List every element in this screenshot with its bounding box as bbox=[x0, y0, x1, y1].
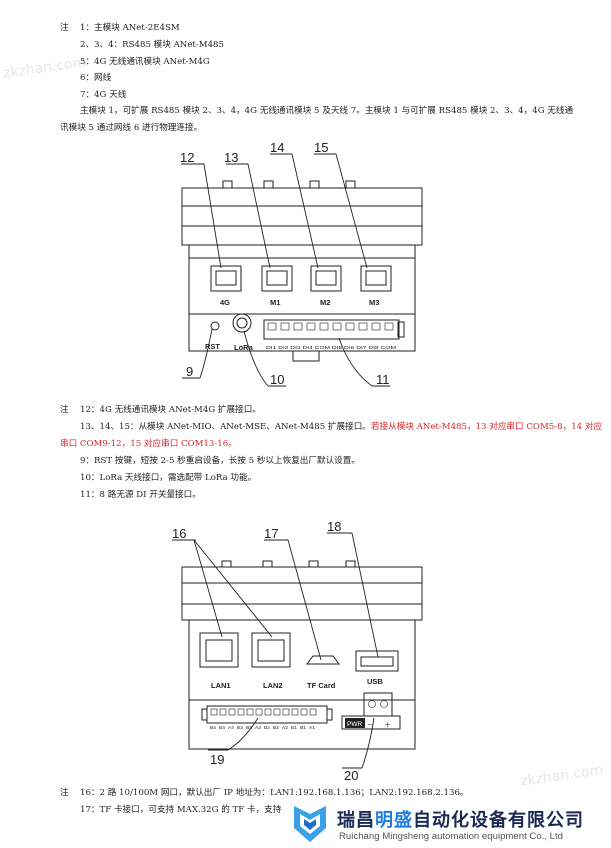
callout-16: 16 bbox=[172, 526, 186, 541]
port-label-m1: M1 bbox=[270, 298, 280, 307]
note-line: 6：网线 bbox=[80, 73, 112, 83]
port-label-m3: M3 bbox=[369, 298, 379, 307]
callout-9: 9 bbox=[186, 364, 193, 379]
company-name-cn: 瑞昌明盛自动化设备有限公司 bbox=[337, 806, 584, 832]
note-red-part: 若接从模块 ANet-M485，13 对应串口 COM5-8，14 对应 bbox=[370, 422, 603, 432]
company-brand: 瑞昌明盛自动化设备有限公司 Ruichang Mingsheng automat… bbox=[282, 800, 611, 848]
company-name-en: Ruichang Mingsheng automation equipment … bbox=[339, 831, 563, 842]
terminal-label: B3 bbox=[246, 725, 252, 731]
terminal-label: A3 bbox=[255, 725, 261, 731]
callout-13: 13 bbox=[224, 150, 238, 165]
company-logo-icon bbox=[294, 806, 326, 842]
callout-17: 17 bbox=[264, 526, 278, 541]
di-terminal-labels: DI1 DI2 DI3 DI4 COM DI5 DI6 DI7 DI8 COM bbox=[266, 345, 396, 350]
terminal-label: B4 bbox=[210, 725, 216, 731]
callout-10: 10 bbox=[270, 372, 284, 387]
note-line: 10：LoRa 天线接口，需选配带 LoRa 功能。 bbox=[80, 473, 257, 483]
pwr-badge bbox=[345, 718, 365, 728]
note-line: 13、14、15：从模块 ANet-MIO、ANet-MSE、ANet-M485… bbox=[80, 422, 602, 433]
note-line: 1：主模块 ANet-2E4SM bbox=[80, 23, 180, 33]
note-line: 16：2 路 10/100M 网口，默认出厂 IP 地址为：LAN1:192.1… bbox=[80, 788, 469, 798]
note-line: 11：8 路无源 DI 开关量接口。 bbox=[80, 490, 201, 500]
figure-main-module: 16 17 18 19 20 LAN1 LAN2 TF Card USB PWR… bbox=[172, 519, 423, 783]
lan1-label: LAN1 bbox=[211, 681, 231, 690]
callout-20: 20 bbox=[344, 768, 358, 783]
note-line: 7：4G 天线 bbox=[80, 90, 127, 100]
callout-18: 18 bbox=[327, 519, 341, 534]
terminal-label: B2 bbox=[273, 725, 279, 731]
note-label: 注 bbox=[60, 788, 69, 798]
terminal-screws bbox=[267, 322, 394, 331]
terminal-label: B2 bbox=[264, 725, 270, 731]
terminal-screws bbox=[210, 700, 388, 716]
lan2-label: LAN2 bbox=[263, 681, 283, 690]
note-red-line: 串口 COM9-12，15 对应串口 COM13-16。 bbox=[60, 439, 237, 449]
callout-12: 12 bbox=[180, 150, 194, 165]
brand-suffix: 自动化设备有限公司 bbox=[413, 810, 584, 831]
port-label-4g: 4G bbox=[220, 298, 230, 307]
note-line: 9：RST 按键，短按 2-5 秒重启设备，长按 5 秒以上恢复出厂默认设置。 bbox=[80, 456, 360, 466]
terminal-label: A4 bbox=[228, 725, 234, 731]
callout-11: 11 bbox=[376, 372, 390, 387]
paragraph-line: 讯模块 5 通过网线 6 进行物理连接。 bbox=[60, 123, 203, 133]
paragraph-line: 主模块 1，可扩展 RS485 模块 2、3、4，4G 无线通讯模块 5 及天线… bbox=[80, 106, 574, 116]
callout-15: 15 bbox=[314, 140, 328, 155]
terminal-label: A2 bbox=[282, 725, 288, 731]
rst-label: RST bbox=[205, 342, 220, 351]
brand-highlight: 明盛 bbox=[375, 810, 413, 831]
terminal-label: B1 bbox=[291, 725, 297, 731]
lora-label: LoRa bbox=[234, 343, 254, 352]
note-line: 12：4G 无线通讯模块 ANet-M4G 扩展接口。 bbox=[80, 405, 261, 415]
note-black-part: 13、14、15：从模块 ANet-MIO、ANet-MSE、ANet-M485… bbox=[80, 422, 371, 432]
note-line: 17：TF 卡接口，可支持 MAX.32G 的 TF 卡，支持 bbox=[80, 805, 282, 815]
callout-14: 14 bbox=[270, 140, 284, 155]
pwr-label: PWR bbox=[347, 721, 362, 728]
note-line: 5：4G 无线通讯模块 ANet-M4G bbox=[80, 57, 210, 67]
pwr-minus: － bbox=[367, 722, 374, 729]
terminal-label: B3 bbox=[237, 725, 243, 731]
terminal-labels: B4 B4 A4 B3 B3 A3 B2 B2 A2 B1 B1 A1 bbox=[210, 725, 315, 731]
brand-prefix: 瑞昌 bbox=[337, 810, 375, 831]
port-label-m2: M2 bbox=[320, 298, 330, 307]
tf-card-label: TF Card bbox=[307, 681, 336, 690]
note-label: 注 bbox=[60, 23, 69, 33]
note-line: 2、3、4：RS485 模块 ANet-M485 bbox=[80, 40, 224, 50]
usb-label: USB bbox=[367, 677, 383, 686]
figure-expansion-module: 12 13 14 15 9 10 11 4G M1 M2 M3 RST LoRa… bbox=[180, 140, 423, 387]
pwr-plus: ＋ bbox=[384, 721, 391, 729]
terminal-label: B1 bbox=[300, 725, 306, 731]
note-label: 注 bbox=[60, 405, 69, 415]
callout-19: 19 bbox=[210, 752, 224, 767]
terminal-label: A1 bbox=[309, 725, 315, 731]
terminal-label: B4 bbox=[219, 725, 225, 731]
